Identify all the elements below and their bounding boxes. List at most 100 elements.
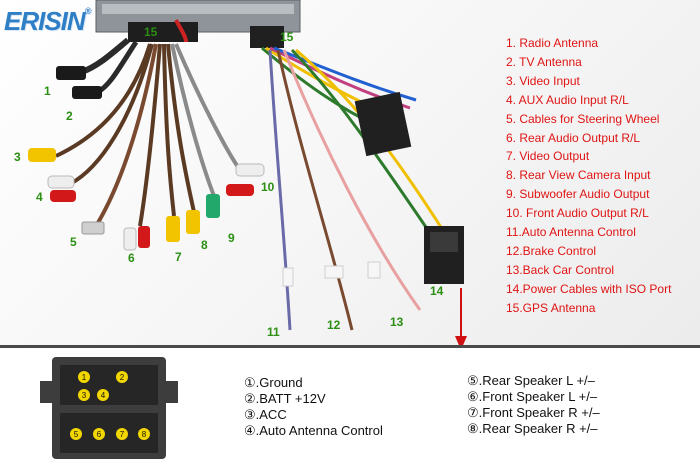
iso-connector-lower-face [430, 232, 458, 252]
steering-wheel-connector [81, 221, 105, 235]
radio-antenna-plug [56, 66, 86, 80]
front-audio-left-plug [235, 163, 265, 177]
pin-legend-item: ④.Auto Antenna Control [244, 423, 383, 438]
pin-8-label: 8 [142, 430, 147, 439]
camera-input-cable [166, 43, 196, 213]
section-divider [0, 345, 700, 348]
pin-2-label: 2 [120, 373, 125, 382]
pin-6-marker [93, 428, 105, 440]
callout-12: 12 [327, 318, 341, 332]
subwoofer-plug [206, 194, 220, 218]
rear-audio-cable [138, 43, 162, 227]
pin-8-marker [138, 428, 150, 440]
pin-5-label: 5 [74, 430, 79, 439]
callout-13: 13 [390, 315, 404, 329]
legend-item: 14.Power Cables with ISO Port [506, 281, 672, 296]
connector-key [94, 405, 124, 413]
pin-1-marker [78, 371, 90, 383]
callout-2: 2 [66, 109, 73, 123]
wire-tag-13 [367, 261, 381, 279]
tv-antenna-plug [72, 86, 102, 99]
antenna-control-wire [268, 49, 292, 331]
legend-item: 9. Subwoofer Audio Output [506, 187, 650, 202]
connector-latch-left [40, 381, 54, 403]
head-unit-top-plate [102, 4, 294, 14]
iso-wire-green [290, 48, 434, 237]
gps-antenna-cable [174, 19, 188, 43]
legend-item: 10. Front Audio Output R/L [506, 206, 649, 221]
pin-3-label: 3 [82, 391, 87, 400]
pin-4-marker [97, 389, 109, 401]
callout-6: 6 [128, 251, 135, 265]
iso-connector-pinout: 1 2 3 4 5 6 7 8 [40, 357, 178, 459]
pin-5-marker [70, 428, 82, 440]
legend-item: 7. Video Output [506, 149, 590, 164]
brand-logo: ERISIN® [4, 6, 91, 36]
legend-item: 2. TV Antenna [506, 54, 582, 69]
front-audio-cable [174, 43, 242, 172]
pin-legend-item: ①.Ground [244, 375, 303, 390]
legend-item: 4. AUX Audio Input R/L [506, 92, 629, 107]
pin-1-label: 1 [82, 373, 87, 382]
rear-audio-left-plug [123, 227, 137, 251]
steering-wheel-cable [94, 43, 158, 228]
red-arrow-head [455, 336, 467, 345]
pin-legend-item: ⑧.Rear Speaker R +/– [467, 421, 598, 436]
wire-tag-12 [324, 265, 344, 279]
front-audio-right-plug [226, 184, 254, 196]
callout-11: 11 [267, 325, 280, 339]
legend-item: 3. Video Input [506, 73, 580, 88]
harness-photo-panel: ERISIN® 1 2 3 4 5 6 7 8 9 10 11 12 13 14… [0, 0, 700, 345]
legend-item: 8. Rear View Camera Input [506, 168, 651, 183]
legend-item: 6. Rear Audio Output R/L [506, 130, 641, 145]
legend-item: 5. Cables for Steering Wheel [506, 111, 660, 126]
connector-pin-grid: 1 2 3 4 5 6 7 8 [70, 371, 150, 440]
callout-9: 9 [228, 231, 235, 245]
pin-legend-item: ⑤.Rear Speaker L +/– [467, 373, 595, 388]
callout-10: 10 [261, 180, 275, 194]
pin-legend-item: ③.ACC [244, 407, 287, 422]
rear-audio-right-plug [138, 226, 150, 248]
aux-input-cable [69, 43, 154, 186]
callout-14: 14 [430, 284, 444, 298]
video-output-cable [162, 43, 176, 217]
pin-7-label: 7 [120, 430, 125, 439]
callout-1: 1 [44, 84, 51, 98]
aux-input-right-plug [50, 190, 76, 202]
cable-legend: 1. Radio Antenna 2. TV Antenna 3. Video … [506, 34, 671, 318]
callout-15-gps: 15 [144, 25, 158, 39]
video-input-cable [55, 43, 152, 158]
callout-5: 5 [70, 235, 77, 249]
camera-input-plug [186, 210, 200, 234]
head-unit-power-port [250, 26, 284, 48]
iso-connector-upper [354, 91, 412, 157]
pin-legend-right: ⑤.Rear Speaker L +/– ⑥.Front Speaker L +… [467, 373, 600, 437]
callout-7: 7 [175, 250, 182, 264]
callout-4: 4 [36, 190, 43, 204]
back-car-control-wire [282, 49, 422, 311]
video-input-plug [28, 148, 56, 162]
wire-tag-11 [282, 267, 294, 287]
connector-latch-right [164, 381, 178, 403]
pin-legend-item: ⑥.Front Speaker L +/– [467, 389, 598, 404]
pin-legend-item: ⑦.Front Speaker R +/– [467, 405, 600, 420]
callout-3: 3 [14, 150, 21, 164]
pin-2-marker [116, 371, 128, 383]
pin-3-marker [78, 389, 90, 401]
pin-4-label: 4 [101, 391, 106, 400]
legend-item: 11.Auto Antenna Control [506, 225, 636, 240]
legend-item: 13.Back Car Control [506, 262, 615, 277]
callout-15-port: 15 [280, 30, 294, 44]
brake-control-wire [276, 49, 354, 331]
aux-input-left-plug [47, 175, 75, 189]
pin-legend-item: ②.BATT +12V [244, 391, 326, 406]
pin-6-label: 6 [97, 430, 102, 439]
legend-item: 15.GPS Antenna [506, 300, 596, 315]
iso-pinout-panel: 1 2 3 4 5 6 7 8 ①.Ground ②.BATT +12V ③.A… [0, 348, 700, 467]
callout-8: 8 [201, 238, 208, 252]
subwoofer-cable [170, 43, 216, 197]
pin-7-marker [116, 428, 128, 440]
video-output-plug [166, 216, 180, 242]
legend-item: 12.Brake Control [506, 243, 597, 258]
